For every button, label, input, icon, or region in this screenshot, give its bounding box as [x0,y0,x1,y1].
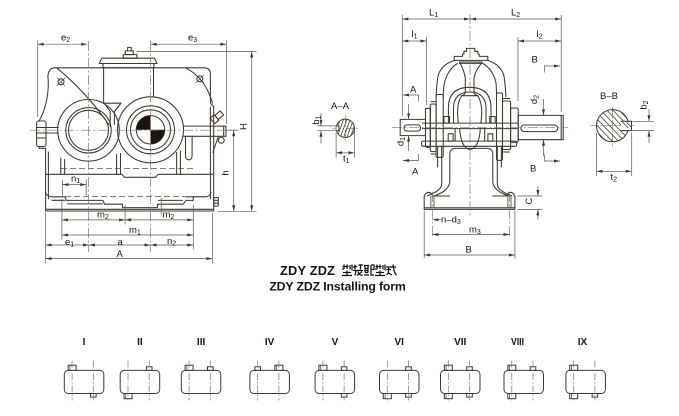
svg-text:C: C [524,197,535,204]
svg-text:VI: VI [394,337,404,348]
svg-text:e1: e1 [65,237,74,249]
svg-text:l2: l2 [537,29,543,41]
svg-text:t1: t1 [343,154,350,166]
svg-text:VIII: VIII [511,337,524,348]
svg-text:d2: d2 [529,95,541,104]
svg-text:e3: e3 [188,32,197,44]
svg-text:m2: m2 [97,209,109,221]
svg-text:A–A: A–A [331,101,350,112]
svg-text:L2: L2 [511,7,520,19]
svg-text:l1: l1 [412,29,418,41]
svg-text:m2: m2 [163,210,175,222]
svg-text:n2: n2 [167,236,176,248]
svg-text:n1: n1 [71,173,80,185]
svg-text:ZDY ZDZ: ZDY ZDZ [280,263,335,278]
svg-text:ZDY ZDZ Installing form: ZDY ZDZ Installing form [269,280,406,294]
svg-text:IX: IX [578,337,588,348]
svg-text:A: A [117,249,124,260]
svg-text:L1: L1 [429,7,438,19]
svg-text:V: V [332,337,339,348]
svg-text:e2: e2 [61,32,70,44]
svg-text:h: h [221,170,232,175]
svg-text:B: B [466,244,472,255]
svg-text:H: H [238,123,249,130]
svg-text:VII: VII [454,337,466,348]
svg-text:I: I [83,337,86,348]
svg-text:IV: IV [265,337,275,348]
svg-text:m3: m3 [469,225,481,237]
svg-text:B: B [532,55,538,66]
svg-text:A: A [410,85,417,96]
svg-text:a: a [118,237,124,248]
svg-text:b2: b2 [639,100,651,109]
svg-text:b1: b1 [311,116,323,125]
svg-text:II: II [137,337,143,348]
svg-text:III: III [197,337,206,348]
svg-text:m1: m1 [129,225,141,237]
svg-text:B: B [530,164,536,175]
svg-text:n–d3: n–d3 [441,215,461,227]
svg-text:d1: d1 [396,137,408,146]
svg-text:t2: t2 [611,172,618,184]
svg-text:B–B: B–B [600,91,618,102]
svg-text:A: A [412,167,419,178]
